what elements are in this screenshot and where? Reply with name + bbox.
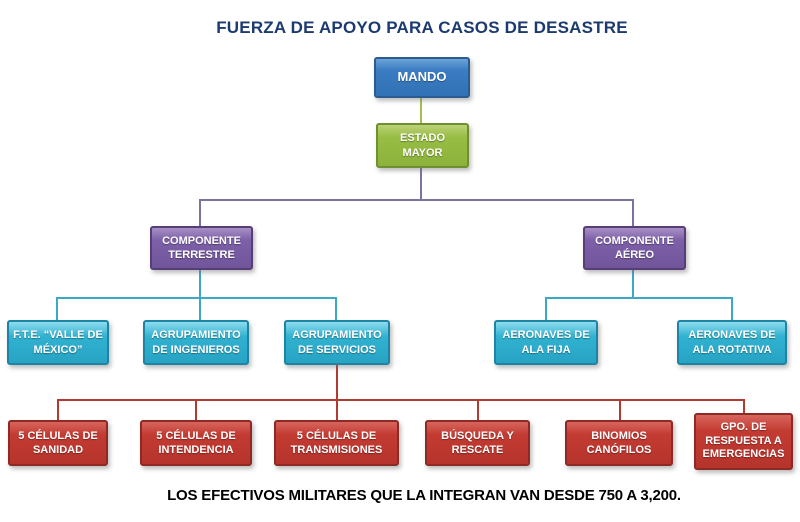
connector-estado-down <box>420 168 422 199</box>
connector-ala-fija-drop <box>545 297 547 320</box>
connector-mando-estado <box>420 98 422 123</box>
org-node-agrupamiento-ingenieros: AGRUPAMIENTO DE INGENIEROS <box>143 320 249 365</box>
connector-binomios-drop <box>619 399 621 420</box>
org-node-estado-mayor: ESTADO MAYOR <box>376 123 469 168</box>
org-node-gpo-respuesta-emergencias: GPO. DE RESPUESTA A EMERGENCIAS <box>694 413 793 470</box>
org-node-busqueda-rescate: BÚSQUEDA Y RESCATE <box>425 420 530 466</box>
org-node-componente-terrestre: COMPONENTE TERRESTRE <box>150 226 253 270</box>
org-node-fte-valle-de-mexico: F.T.E. “VALLE DE MÉXICO” <box>7 320 109 365</box>
connector-terrestre-top <box>199 199 201 226</box>
org-node-componente-aereo: COMPONENTE AÉREO <box>583 226 686 270</box>
connector-fte-drop <box>56 297 58 320</box>
connector-terrestre-horizontal <box>56 297 337 299</box>
connector-aereo-top <box>632 199 634 226</box>
page-title: FUERZA DE APOYO PARA CASOS DE DESASTRE <box>216 18 628 37</box>
footer-note: LOS EFECTIVOS MILITARES QUE LA INTEGRAN … <box>167 487 681 504</box>
org-node-celulas-sanidad: 5 CÉLULAS DE SANIDAD <box>8 420 108 466</box>
connector-ala-rotativa-drop <box>731 297 733 320</box>
connector-level2-horizontal <box>199 199 634 201</box>
org-node-aeronaves-ala-fija: AERONAVES DE ALA FIJA <box>494 320 598 365</box>
org-node-binomios-canofilos: BINOMIOS CANÓFILOS <box>565 420 673 466</box>
org-node-aeronaves-ala-rotativa: AERONAVES DE ALA ROTATIVA <box>677 320 787 365</box>
connector-aereo-horizontal <box>545 297 733 299</box>
connector-servicios-down <box>336 365 338 420</box>
org-node-agrupamiento-servicios: AGRUPAMIENTO DE SERVICIOS <box>284 320 390 365</box>
connector-gpo-drop <box>743 399 745 413</box>
org-node-celulas-intendencia: 5 CÉLULAS DE INTENDENCIA <box>140 420 252 466</box>
org-node-celulas-transmisiones: 5 CÉLULAS DE TRANSMISIONES <box>274 420 399 466</box>
org-node-mando: MANDO <box>374 57 470 98</box>
connector-servicios-drop <box>335 297 337 320</box>
connector-sanidad-drop <box>57 399 59 420</box>
connector-intendencia-drop <box>195 399 197 420</box>
connector-terrestre-down <box>199 270 201 320</box>
connector-aereo-down <box>632 270 634 299</box>
connector-busqueda-drop <box>477 399 479 420</box>
connector-red-horizontal <box>57 399 745 401</box>
